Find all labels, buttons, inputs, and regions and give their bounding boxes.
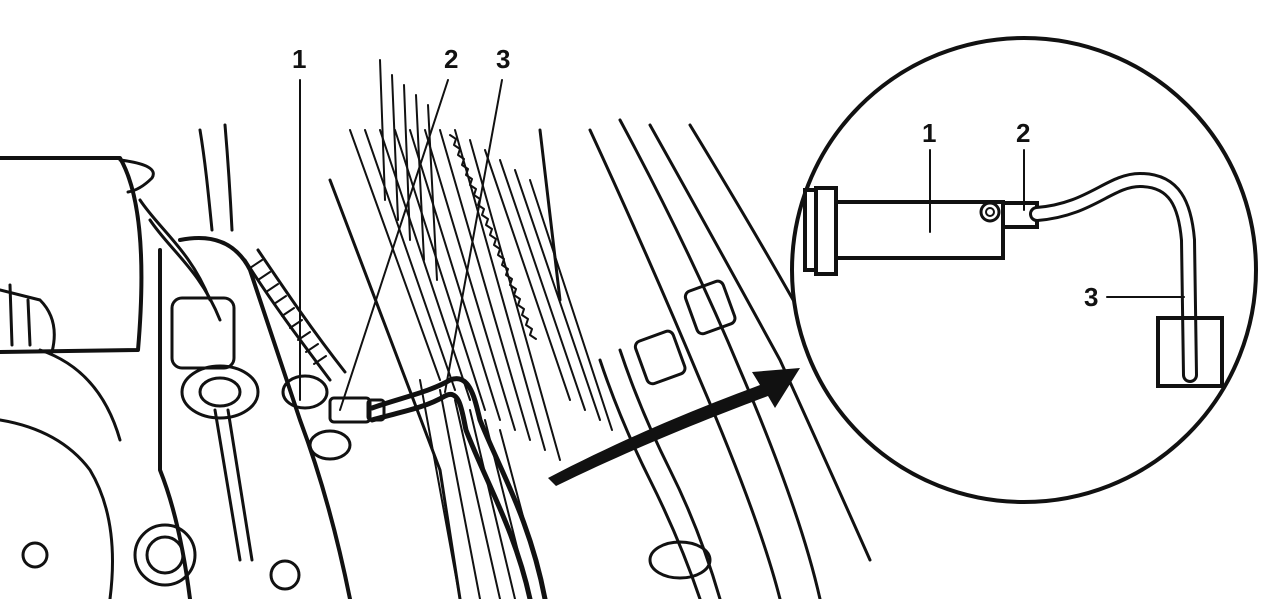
bracket-assembly bbox=[0, 236, 352, 599]
detail-callout-3: 3 bbox=[1084, 282, 1098, 312]
engine-bay-illustration: 1 2 3 bbox=[0, 44, 872, 599]
main-callout-2: 2 bbox=[444, 44, 458, 74]
wiring-loom bbox=[138, 123, 347, 382]
detail-inset: 1 2 3 bbox=[790, 36, 1258, 504]
detail-arrow-icon bbox=[548, 368, 800, 486]
radiator bbox=[328, 59, 613, 599]
main-leader-lines bbox=[299, 79, 503, 411]
battery-housing bbox=[0, 156, 155, 354]
detail-leader-lines bbox=[929, 149, 1185, 298]
detail-container bbox=[1156, 316, 1224, 388]
slave-cylinder bbox=[281, 374, 386, 461]
detail-callout-2: 2 bbox=[1016, 118, 1030, 148]
main-callout-3: 3 bbox=[496, 44, 510, 74]
bleed-hose bbox=[369, 376, 548, 599]
detail-callout-1: 1 bbox=[922, 118, 936, 148]
detail-hose bbox=[1029, 172, 1198, 383]
main-callout-1: 1 bbox=[292, 44, 306, 74]
detail-cylinder bbox=[803, 186, 1005, 276]
